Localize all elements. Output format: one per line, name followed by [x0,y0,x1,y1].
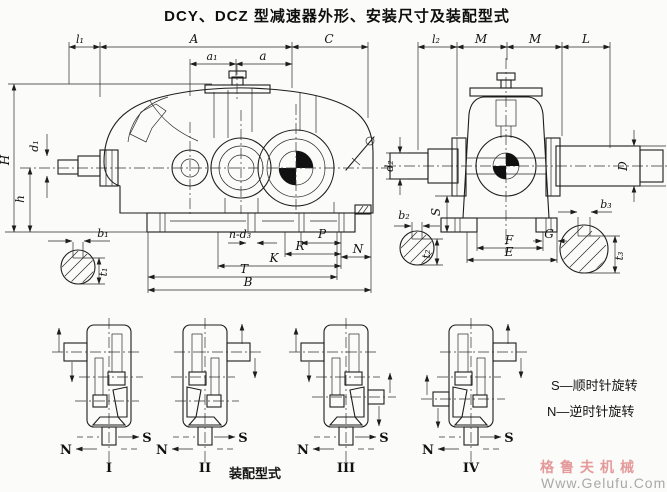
side-view-housing [20,64,390,233]
dim-label-b3: b₃ [600,198,611,211]
rotation-n-label: N [422,443,434,458]
legend-counterclockwise: N—逆时针旋转 [547,404,634,419]
unit-numeral-1: I [106,461,112,476]
drain-plug [354,204,372,215]
rotation-s-label: S [504,431,513,446]
assembly-caption: 装配型式 [228,466,281,481]
dim-label-b2: b₂ [398,209,409,222]
dim-label-l1: l₁ [76,33,84,46]
dim-label-R: R [294,239,304,253]
dim-label-K: K [269,251,280,265]
assembly-unit-2: S N II [156,318,262,476]
rotation-s-label: S [238,431,247,446]
unit-numeral-3: III [337,461,355,476]
key-section-b3: b₃ t₃ [558,198,626,274]
dim-label-h: h [13,195,27,203]
end-view-dimensions: l₂ M M L d₂ D S F E G [383,32,666,263]
dim-label-d1: d₁ [28,140,41,151]
dim-label-t2: t₂ [420,250,433,259]
side-view-dimensions: l₁ A C a₁ a H d₁ h n-d₃ P R N K T B [0,32,372,293]
assembly-unit-3: S N III [289,318,396,476]
dim-label-T: T [240,262,249,276]
key-section-b2: b₂ t₂ [394,209,443,266]
dim-label-a: a [259,49,266,63]
assembly-unit-4: S N IV [421,318,528,476]
dim-label-M1: M [474,32,488,46]
dim-label-G: G [544,227,554,241]
end-view-housing [385,58,667,253]
dim-label-t3: t₃ [613,252,626,261]
oil-gauge [345,136,375,171]
dim-label-F: F [504,233,514,247]
mounting-base [146,204,372,233]
dim-label-D: D [616,161,630,172]
dim-label-C: C [324,32,333,46]
dim-label-a1: a₁ [207,50,218,63]
dim-label-b1: b₁ [97,227,108,240]
dim-label-P: P [317,227,327,241]
page-title: DCY、DCZ 型减速器外形、安装尺寸及装配型式 [164,7,510,25]
rotation-n-label: N [156,443,168,458]
dim-label-A: A [189,32,199,46]
assembly-unit-1: S N I [52,318,152,476]
rotation-s-label: S [142,431,151,446]
dim-label-S: S [429,208,443,216]
dim-label-E: E [504,245,514,259]
dim-label-N: N [352,242,364,256]
dim-label-nd3: n-d₃ [229,228,251,241]
rotation-s-label: S [379,431,388,446]
unit-numeral-4: IV [463,461,480,476]
key-section-b1: b₁ t₁ [48,227,110,285]
watermark-site: Www.Gelufu.Com [541,475,666,491]
dim-label-l2: l₂ [432,33,440,46]
watermark-brand: 格鲁夫机械 [540,459,640,475]
rotation-n-label: N [60,443,72,458]
rotation-n-label: N [297,443,309,458]
dim-label-M2: M [528,32,542,46]
dim-label-t1: t₁ [97,268,110,277]
dim-label-H: H [0,154,12,166]
dim-label-B: B [243,275,253,289]
breather-cap [204,70,271,94]
unit-numeral-2: II [199,461,211,476]
legend-clockwise: S—顺时针旋转 [551,378,638,393]
dim-label-d2: d₂ [383,160,396,171]
dim-label-L: L [581,32,590,46]
